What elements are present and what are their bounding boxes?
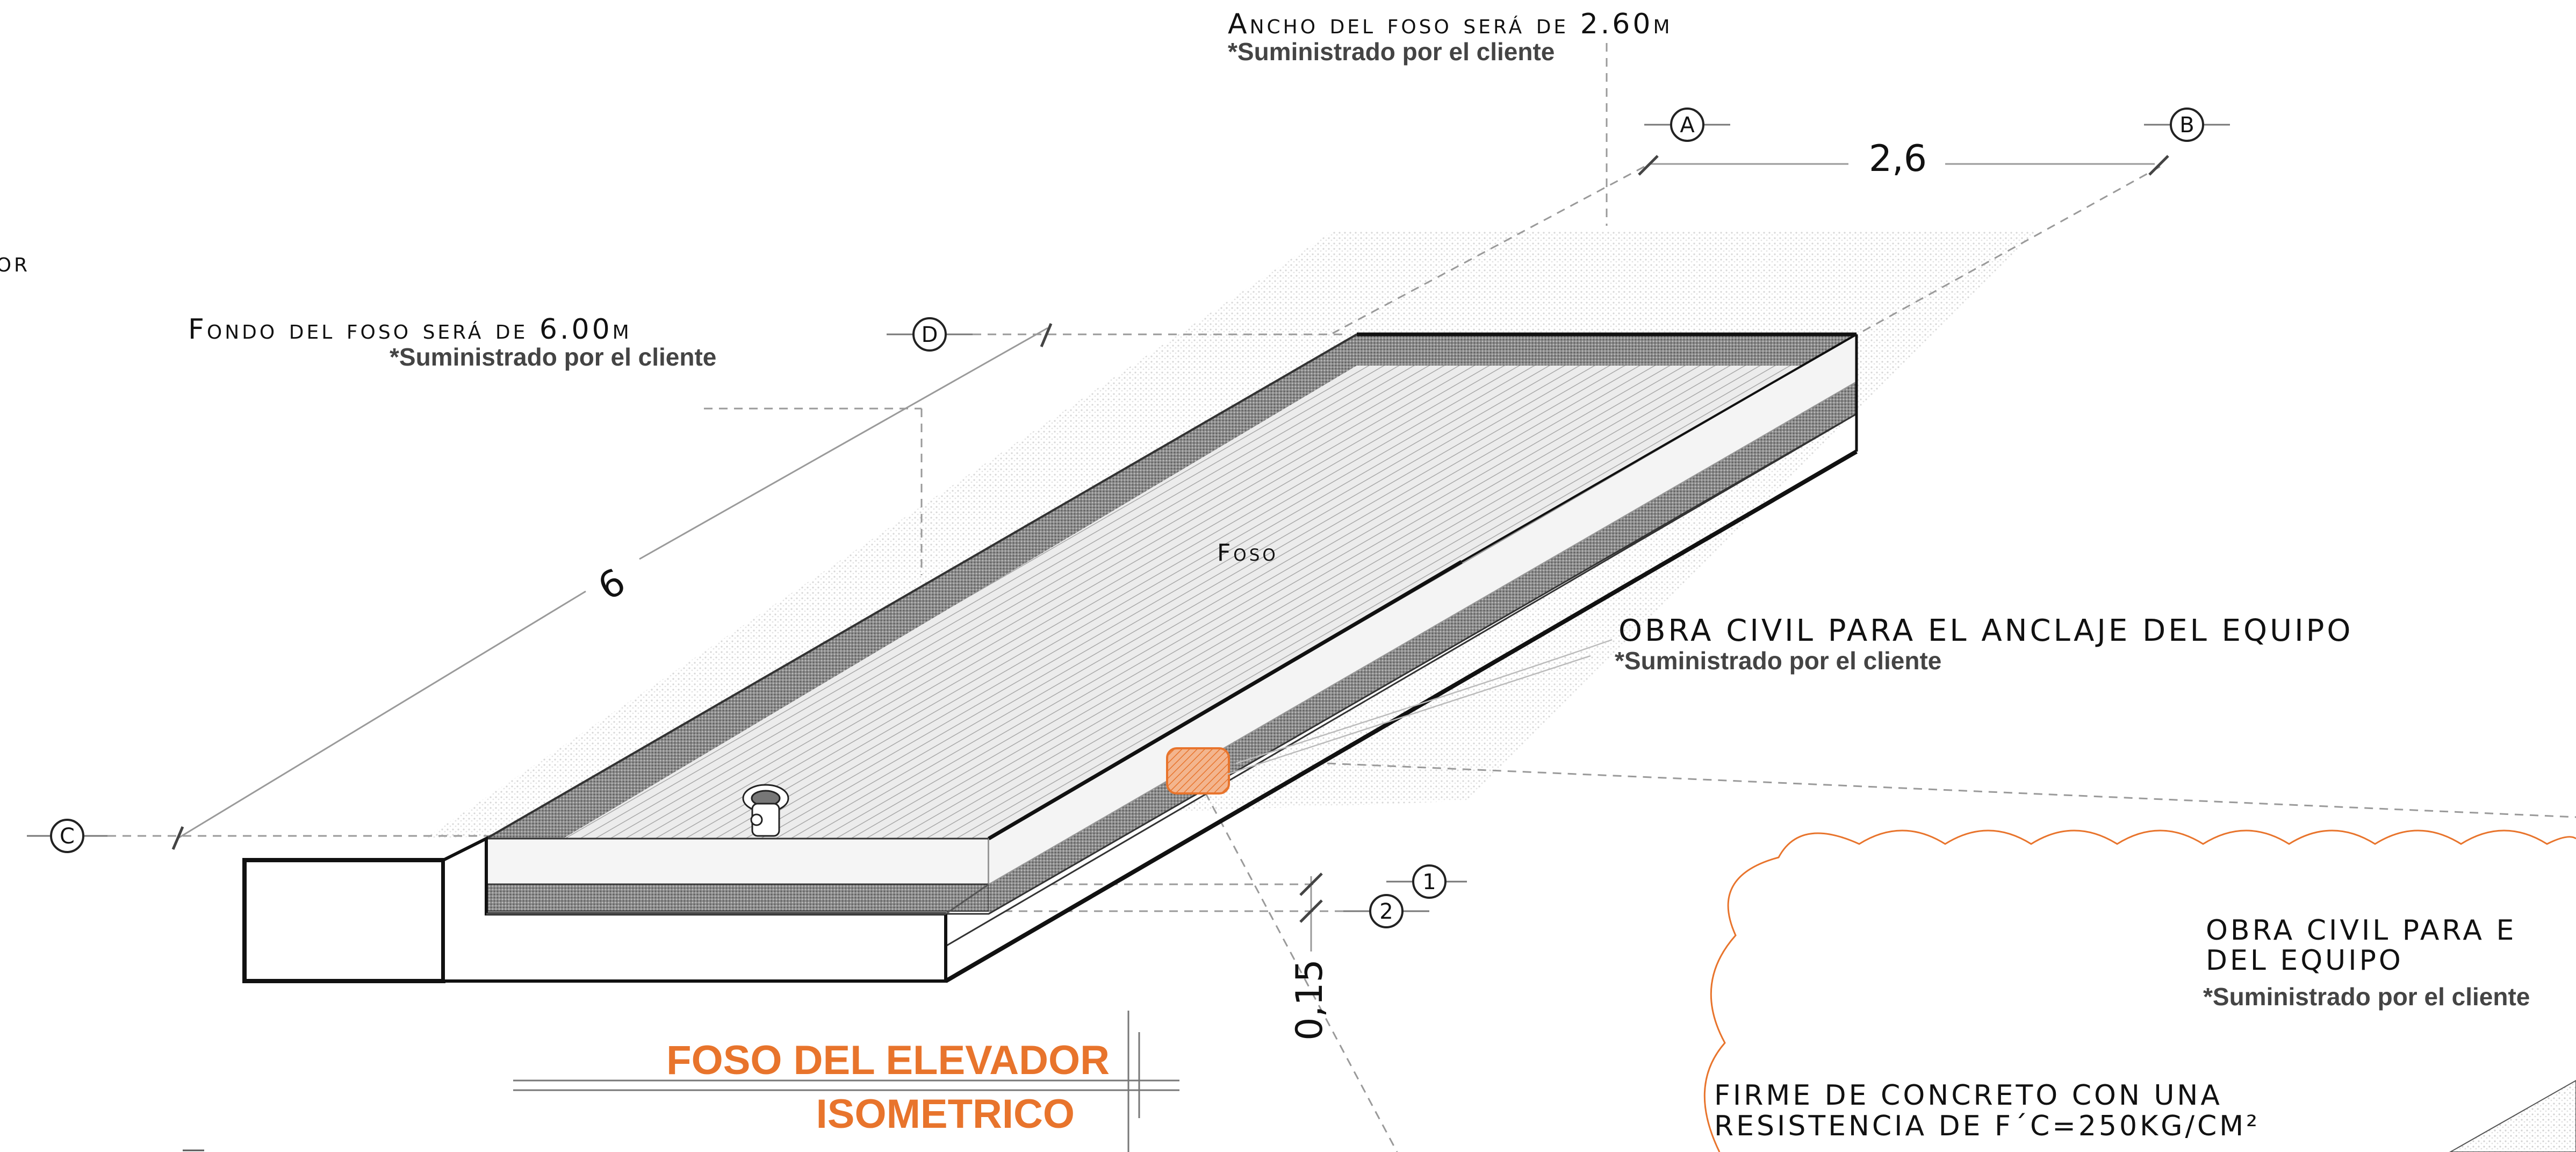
pit-left-wall xyxy=(486,333,1357,884)
pit-front-face-dark xyxy=(486,884,989,912)
revision-cloud xyxy=(1703,829,2576,1152)
pit-outline-right xyxy=(1461,333,1857,563)
pit-outline-right-bold xyxy=(988,560,1463,841)
fondo-note: *Suministrado por el cliente xyxy=(390,343,716,371)
obra-civil-2-line2: DEL EQUIPO xyxy=(2206,945,2404,977)
obra-civil-2-note: *Suministrado por el cliente xyxy=(2203,983,2530,1011)
dimension-width: 2,6 xyxy=(1869,138,1927,180)
leader-lines xyxy=(1227,639,1613,775)
grid-bubble-b: B xyxy=(2144,108,2230,142)
firme-line1: FIRME DE CONCRETO CON UNA xyxy=(1714,1079,2222,1112)
ancho-title: Ancho del foso será de 2.60m xyxy=(1228,8,1673,40)
dimension-length: 6 xyxy=(591,561,632,609)
front-block xyxy=(242,858,445,983)
grid-bubble-1-label: 1 xyxy=(1422,870,1436,895)
corner-hatch xyxy=(2449,1079,2576,1152)
grid-bubble-c-label: C xyxy=(60,824,75,849)
obra-civil-title: OBRA CIVIL PARA EL ANCLAJE DEL EQUIPO xyxy=(1618,613,2353,648)
grid-bubble-2: 2 xyxy=(1343,894,1429,928)
drawing-subtitle: ISOMETRICO xyxy=(816,1091,1075,1137)
grid-bubble-a: A xyxy=(1644,108,1730,142)
construction-lines xyxy=(107,43,2576,1152)
grid-bubble-a-label: A xyxy=(1680,113,1695,138)
firme-line2: RESISTENCIA DE F´C=250KG/CM² xyxy=(1714,1110,2260,1142)
drawing-title: FOSO DEL ELEVADOR xyxy=(666,1037,1110,1083)
pit-floor xyxy=(486,366,1857,884)
pit-outline-bottom-right xyxy=(944,449,1858,983)
obra-civil-note: *Suministrado por el cliente xyxy=(1615,647,1941,675)
grid-bubble-d-label: D xyxy=(922,323,938,347)
obra-civil-2-line1: OBRA CIVIL PARA E xyxy=(2206,914,2516,947)
grid-bubble-c: C xyxy=(27,819,107,853)
dimension-lines xyxy=(177,163,2155,951)
grid-bubble-2-label: 2 xyxy=(1379,899,1393,924)
dimension-depth: 0,15 xyxy=(1289,959,1331,1040)
foso-label: Foso xyxy=(1217,539,1278,567)
left-cut-label: dor xyxy=(0,246,30,278)
fondo-title: Fondo del foso será de 6.00m xyxy=(188,313,632,346)
grid-bubble-b-label: B xyxy=(2179,113,2194,138)
anchor-marker xyxy=(1166,747,1230,795)
pit-front-face xyxy=(485,838,990,885)
pit-back-wall xyxy=(1357,334,1857,366)
grid-bubble-d: D xyxy=(887,317,973,352)
grid-bubble-1: 1 xyxy=(1386,864,1467,899)
dimension-ticks xyxy=(171,155,2169,923)
drain-icon xyxy=(742,784,789,837)
ancho-note: *Suministrado por el cliente xyxy=(1228,38,1555,66)
pit-outline-left xyxy=(485,333,1358,840)
title-block: FOSO DEL ELEVADOR ISOMETRICO xyxy=(183,1011,1179,1152)
